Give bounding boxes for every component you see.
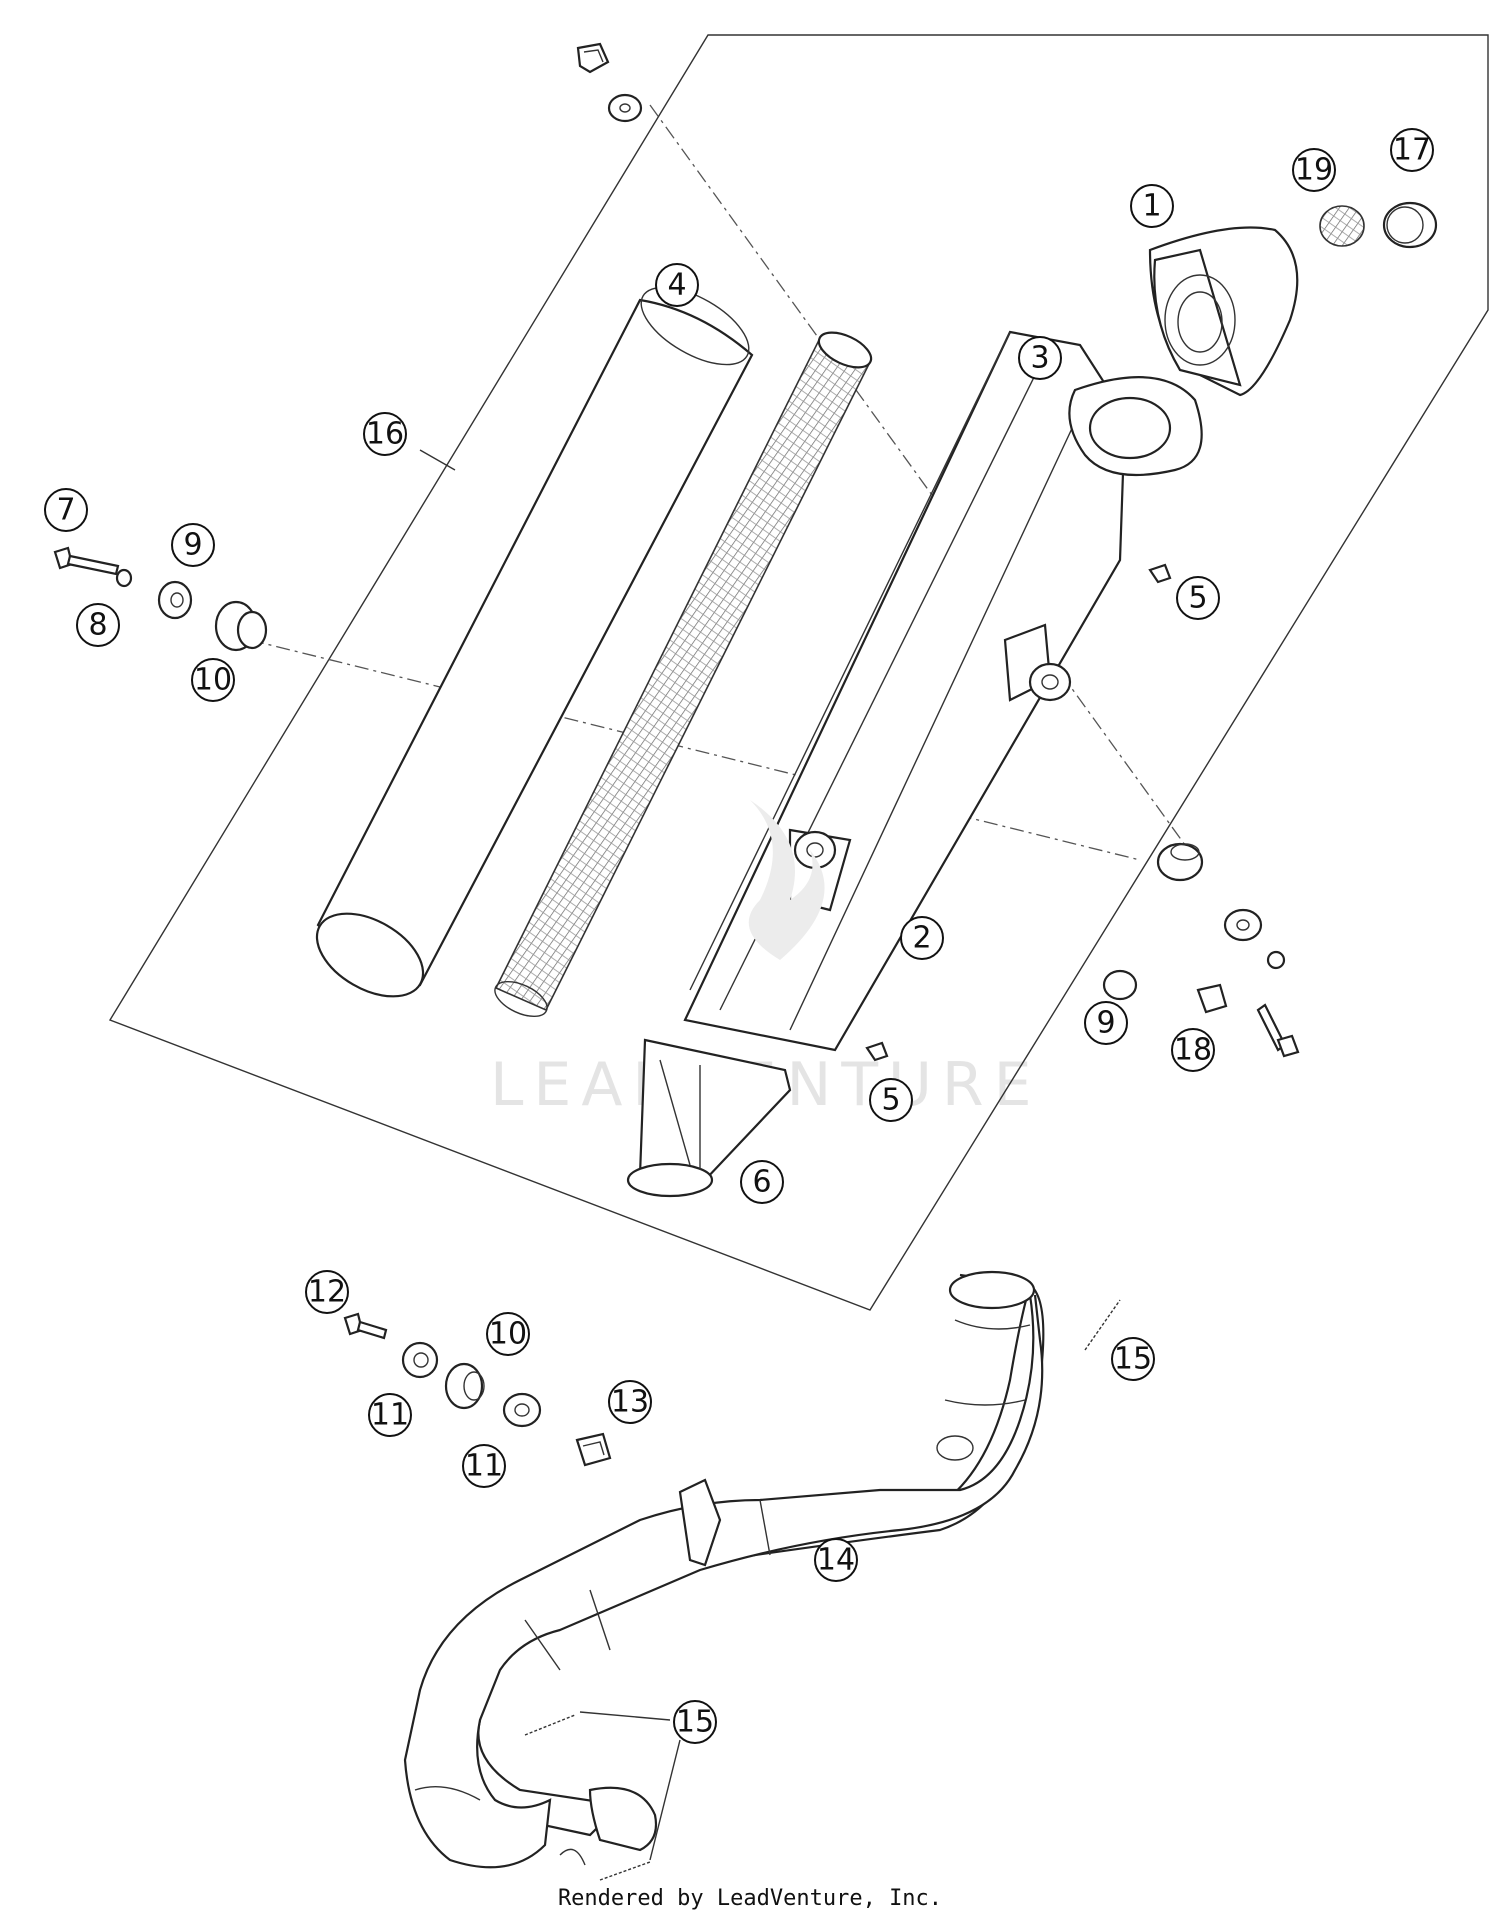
bolt-left <box>53 546 120 576</box>
washer-lower-a <box>401 1341 439 1379</box>
svg-text:5: 5 <box>881 1083 900 1118</box>
svg-text:6: 6 <box>752 1165 771 1200</box>
spark-arrester-screen <box>1319 205 1365 247</box>
spark-arrester-ring <box>1382 201 1438 249</box>
spring-lower-a <box>524 1714 576 1736</box>
callout-13: 13 <box>608 1380 652 1424</box>
washer-lower-b <box>502 1392 542 1428</box>
leader-line-16 <box>419 449 456 471</box>
collar-washer-right-upper <box>1223 908 1263 942</box>
callout-8: 8 <box>76 603 120 647</box>
leader-line-15b <box>649 1739 681 1861</box>
svg-text:14: 14 <box>817 1543 855 1578</box>
silencer-assembly-outline <box>108 34 1489 1311</box>
leader-line-15a <box>579 1711 671 1721</box>
callout-3: 3 <box>1018 336 1062 380</box>
callout-1: 1 <box>1130 184 1174 228</box>
end-cap <box>1148 226 1299 397</box>
svg-text:12: 12 <box>308 1275 346 1310</box>
header-pipe <box>403 1270 1045 1869</box>
end-cap-insert <box>1068 376 1203 477</box>
spring-lower-b <box>599 1861 651 1881</box>
callout-5-upper: 5 <box>1176 576 1220 620</box>
callout-4: 4 <box>655 263 699 307</box>
callout-18: 18 <box>1171 1028 1215 1072</box>
svg-text:2: 2 <box>912 921 931 956</box>
silencer-body <box>683 330 1127 1052</box>
svg-text:5: 5 <box>1188 581 1207 616</box>
svg-text:15: 15 <box>1114 1342 1152 1377</box>
callout-10-lower: 10 <box>486 1312 530 1356</box>
washer-top <box>607 93 643 123</box>
svg-text:3: 3 <box>1030 341 1049 376</box>
svg-text:9: 9 <box>183 528 202 563</box>
svg-text:19: 19 <box>1295 153 1333 188</box>
svg-text:10: 10 <box>194 663 232 698</box>
callout-11-right: 11 <box>462 1444 506 1488</box>
rubber-grommet-lower <box>444 1362 485 1410</box>
screw-lower <box>865 1041 889 1062</box>
lower-mount-axis-line <box>249 639 1141 861</box>
spring-nut-top <box>576 42 610 74</box>
bolt-lower <box>343 1312 388 1340</box>
upper-mount-axis-line <box>649 104 1186 846</box>
callout-9-right: 9 <box>1084 1001 1128 1045</box>
callout-9-left: 9 <box>171 523 215 567</box>
screw-upper <box>1148 563 1172 584</box>
svg-text:13: 13 <box>611 1385 649 1420</box>
rubber-grommet-right <box>1156 842 1204 882</box>
callout-19: 19 <box>1292 148 1336 192</box>
perforated-tube <box>494 331 873 1018</box>
callout-15-lower: 15 <box>673 1700 717 1744</box>
spring-upper <box>1084 1299 1121 1351</box>
spring-nut-lower <box>575 1432 612 1467</box>
svg-text:8: 8 <box>88 608 107 643</box>
svg-text:17: 17 <box>1393 133 1431 168</box>
callout-10-upper: 10 <box>191 658 235 702</box>
insulation-sleeve <box>315 286 754 998</box>
callout-7: 7 <box>44 488 88 532</box>
svg-text:15: 15 <box>676 1705 714 1740</box>
callout-14: 14 <box>814 1538 858 1582</box>
washer-right <box>1102 969 1138 1001</box>
svg-text:10: 10 <box>489 1317 527 1352</box>
collar-washer-left <box>157 580 193 620</box>
svg-text:9: 9 <box>1096 1006 1115 1041</box>
callout-16: 16 <box>363 412 407 456</box>
callout-15-upper: 15 <box>1111 1337 1155 1381</box>
svg-text:11: 11 <box>371 1398 409 1433</box>
footer-credit: Rendered by LeadVenture, Inc. <box>557 1886 943 1911</box>
rubber-grommet-left <box>214 600 268 652</box>
callout-17: 17 <box>1390 128 1434 172</box>
small-washer-right <box>1266 950 1286 970</box>
svg-text:18: 18 <box>1174 1033 1212 1068</box>
svg-text:7: 7 <box>56 493 75 528</box>
svg-text:11: 11 <box>465 1449 503 1484</box>
callout-6: 6 <box>740 1160 784 1204</box>
svg-text:4: 4 <box>667 268 686 303</box>
bolt-right <box>1256 1003 1300 1058</box>
svg-text:1: 1 <box>1142 189 1161 224</box>
spring-nut-right <box>1196 983 1228 1014</box>
callout-2: 2 <box>900 916 944 960</box>
inlet-cone <box>626 1038 792 1198</box>
callout-12: 12 <box>305 1270 349 1314</box>
small-washer-left <box>115 568 133 588</box>
svg-text:16: 16 <box>366 417 404 452</box>
callout-11-left: 11 <box>368 1393 412 1437</box>
callout-5-lower: 5 <box>869 1078 913 1122</box>
